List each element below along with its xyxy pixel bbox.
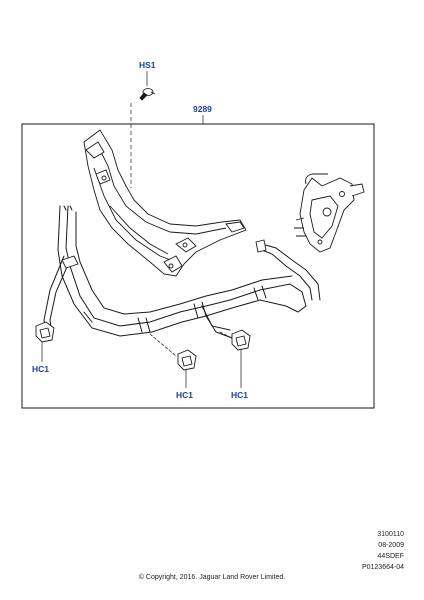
footer-code-3: 44SDEF <box>377 553 404 560</box>
callout-hc1-left[interactable]: HC1 <box>32 364 49 374</box>
footer-code-2: 08-2009 <box>378 542 404 549</box>
pipe-assembly <box>43 205 321 357</box>
footer-code-1: 3100110 <box>377 531 404 538</box>
screw-hs1-icon <box>139 88 156 101</box>
clip-hc1-right-icon <box>231 329 251 351</box>
callout-hs1[interactable]: HS1 <box>139 60 156 70</box>
assembly-frame <box>21 123 375 409</box>
callout-hc1-right[interactable]: HC1 <box>231 390 248 400</box>
clip-hc1-left-icon <box>35 321 55 343</box>
callout-hc1-middle[interactable]: HC1 <box>176 390 193 400</box>
footer-code-4: P0123664-04 <box>361 564 404 571</box>
mounting-bracket <box>294 173 365 253</box>
copyright-text: © Copyright, 2016. Jaguar Land Rover Lim… <box>138 574 286 581</box>
clip-hc1-middle-icon <box>177 349 197 371</box>
callout-9289[interactable]: 9289 <box>193 104 212 114</box>
heat-shield-bracket <box>83 129 247 277</box>
